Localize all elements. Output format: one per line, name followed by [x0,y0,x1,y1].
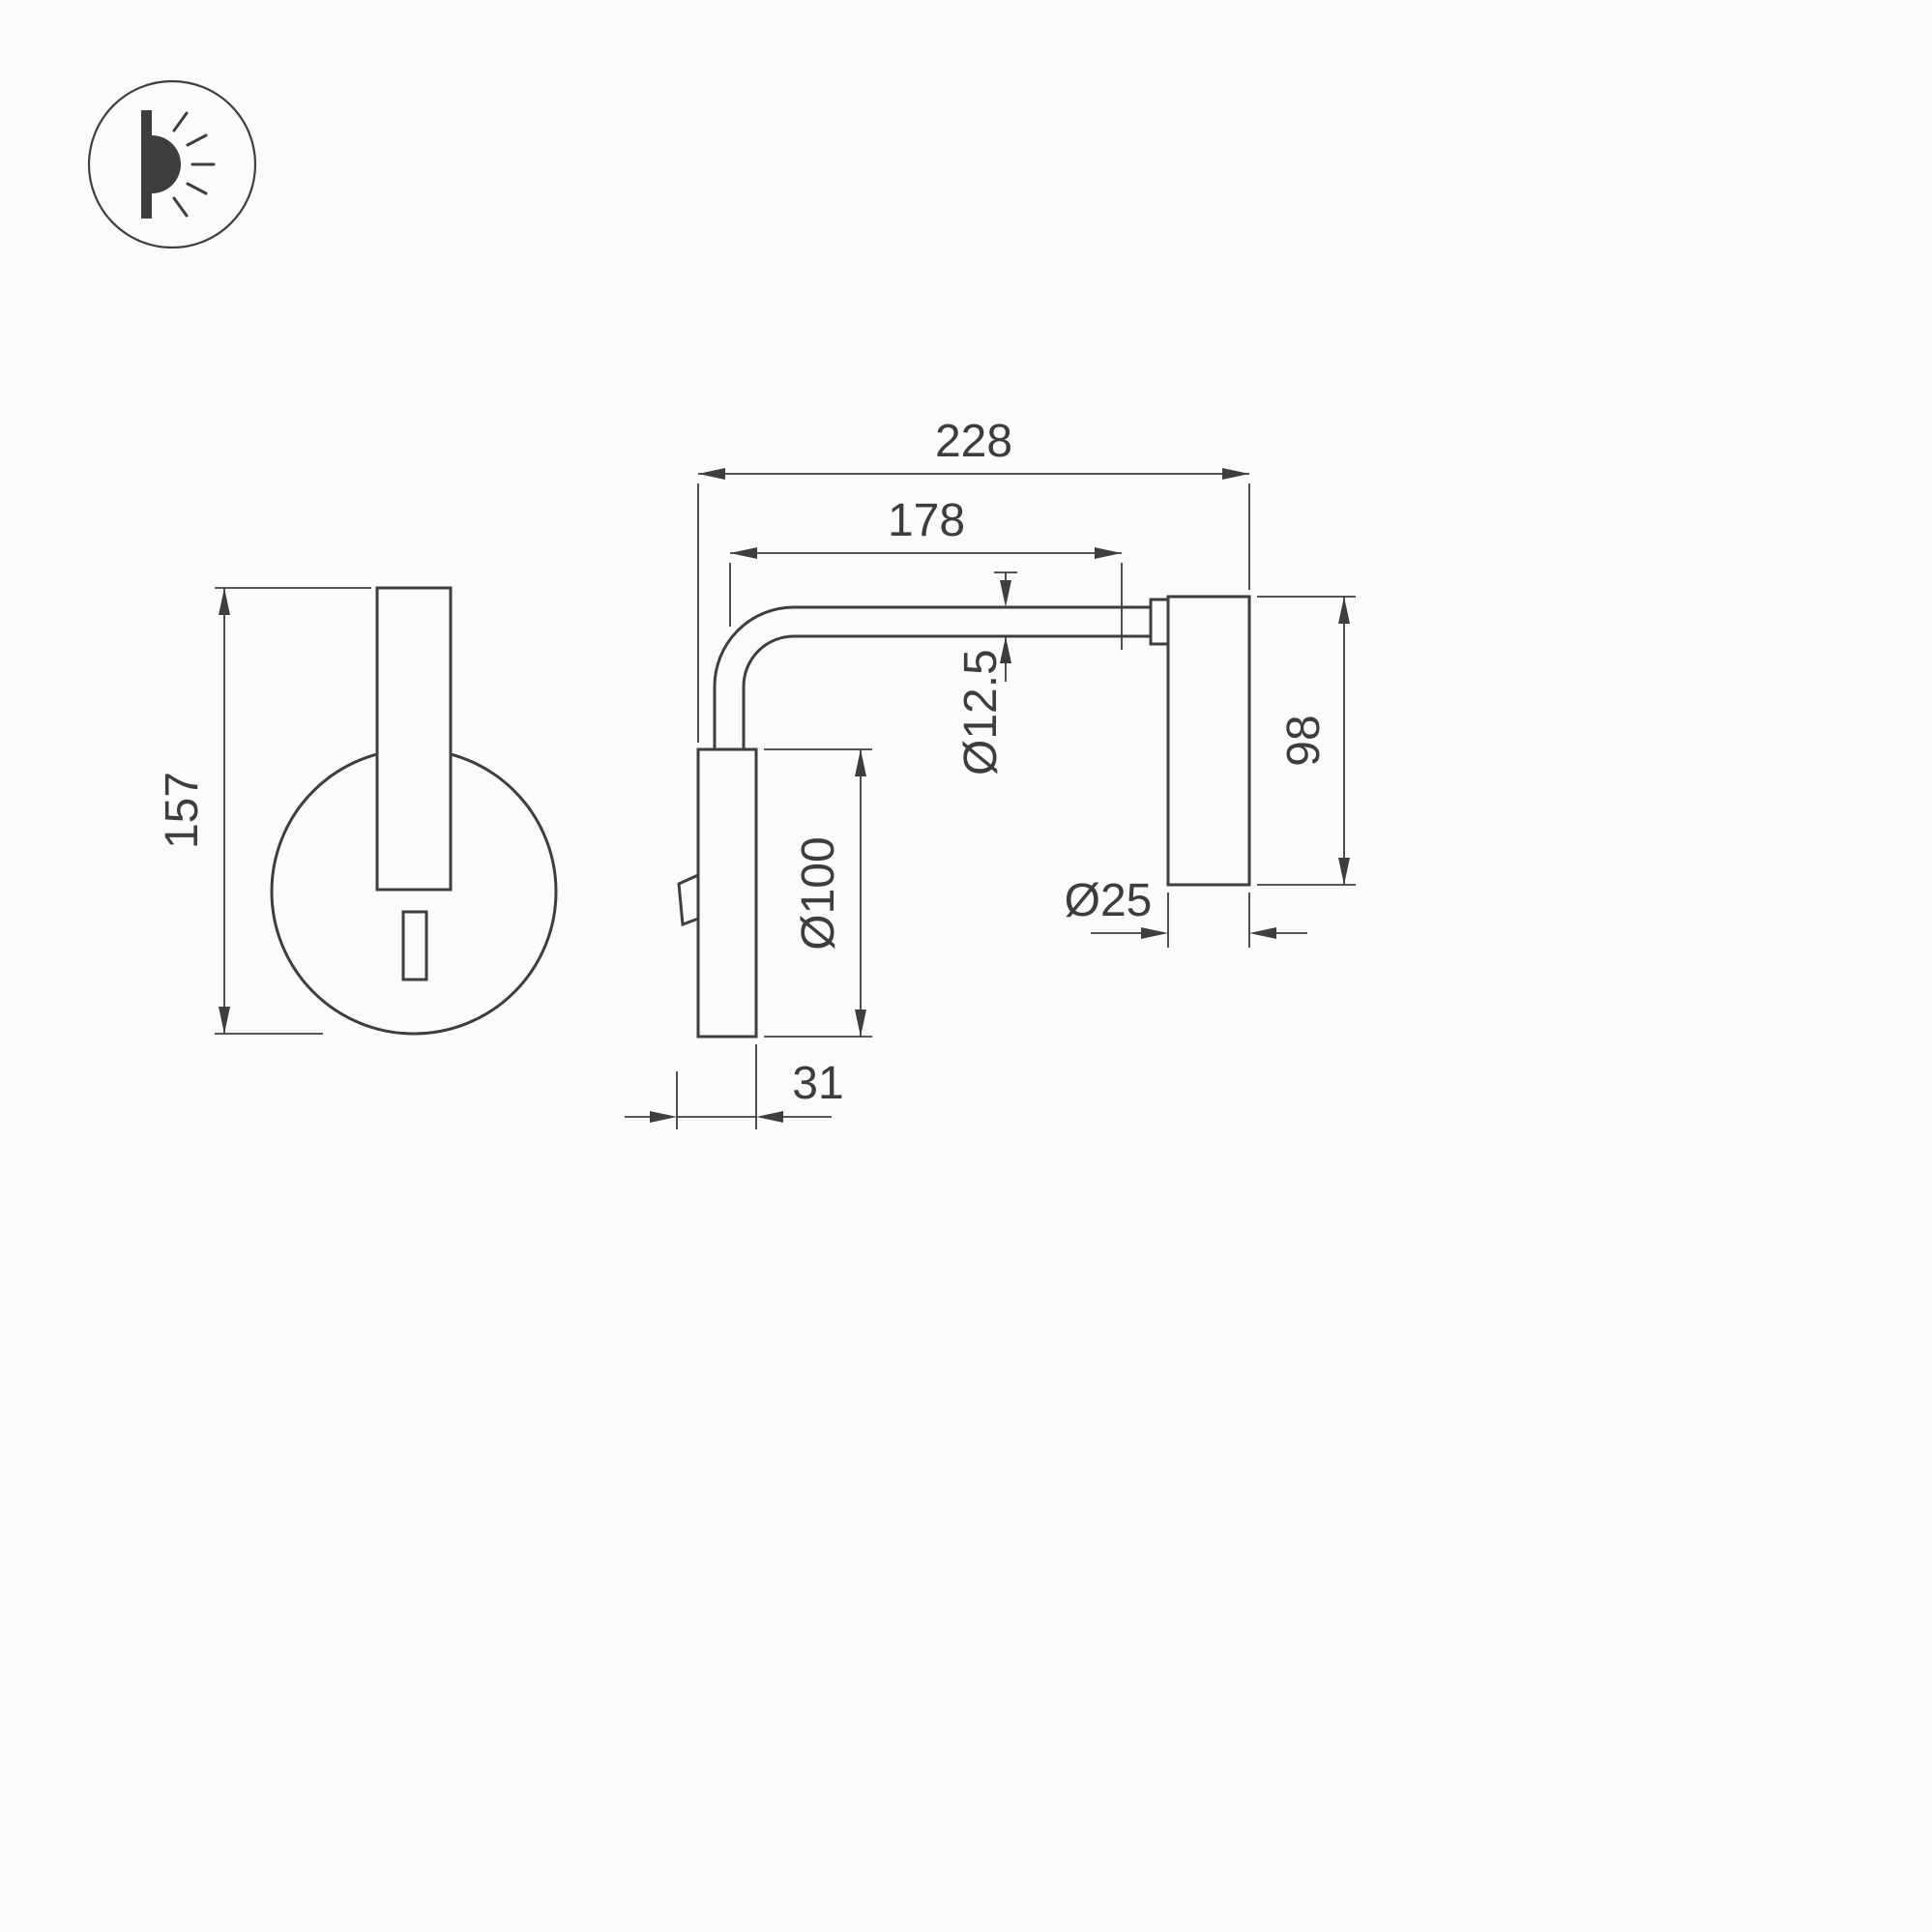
arrowhead [855,1010,866,1037]
icon-lamp-dome [152,135,181,193]
side-view: 228 178 Ø12.5 Ø100 [625,416,1356,1129]
dim-label-12-5: Ø12.5 [955,649,1007,776]
dimension-tube-diameter: Ø12.5 [955,571,1017,776]
dimension-base-diameter: Ø100 [764,748,872,1038]
switch-front [401,910,428,981]
wall-light-icon [87,79,257,249]
dimension-overall-height: 157 [157,587,371,1035]
dimension-head-height: 98 [1257,596,1356,886]
dim-label-31: 31 [792,1058,843,1109]
dimension-arm-length: 178 [729,495,1123,650]
dimension-head-diameter: Ø25 [1065,875,1307,948]
icon-light-ray [172,111,189,132]
dim-label-25: Ø25 [1065,875,1153,926]
arrowhead [1222,468,1249,480]
dim-label-228: 228 [935,416,1012,467]
arrowhead [1338,858,1350,885]
front-view: 157 [157,586,558,1036]
arrowhead [219,1007,230,1034]
arrowhead [219,588,230,615]
dimension-base-thickness: 31 [625,1044,844,1129]
arrowhead [1338,597,1350,624]
dimension-overall-depth: 228 [697,416,1250,743]
arrowhead [1000,580,1011,607]
arrowhead [650,1111,677,1123]
arrowhead [756,1111,783,1123]
arm-connector [1149,598,1170,646]
dim-label-157: 157 [157,772,208,849]
arm-tube-outer [713,605,1151,749]
arrowhead [1095,547,1122,559]
lamp-body-front [375,586,453,892]
arrowhead [698,468,725,480]
arrowhead [730,547,757,559]
icon-wall-bar [141,110,152,219]
switch-lever-side [677,872,700,927]
arrowhead [1249,927,1276,939]
icon-light-ray [186,133,208,147]
arrowhead [1141,927,1168,939]
dim-label-98: 98 [1278,715,1330,766]
arm-tube-inner [742,634,1151,749]
arrowhead [855,749,866,776]
lamp-head-side [1166,595,1251,887]
base-side [696,747,758,1039]
dim-label-178: 178 [888,495,965,546]
icon-light-ray [172,196,189,218]
arrowhead [1000,636,1011,663]
icon-circle [87,79,257,249]
dim-label-100: Ø100 [793,836,844,950]
icon-light-ray [186,182,208,195]
